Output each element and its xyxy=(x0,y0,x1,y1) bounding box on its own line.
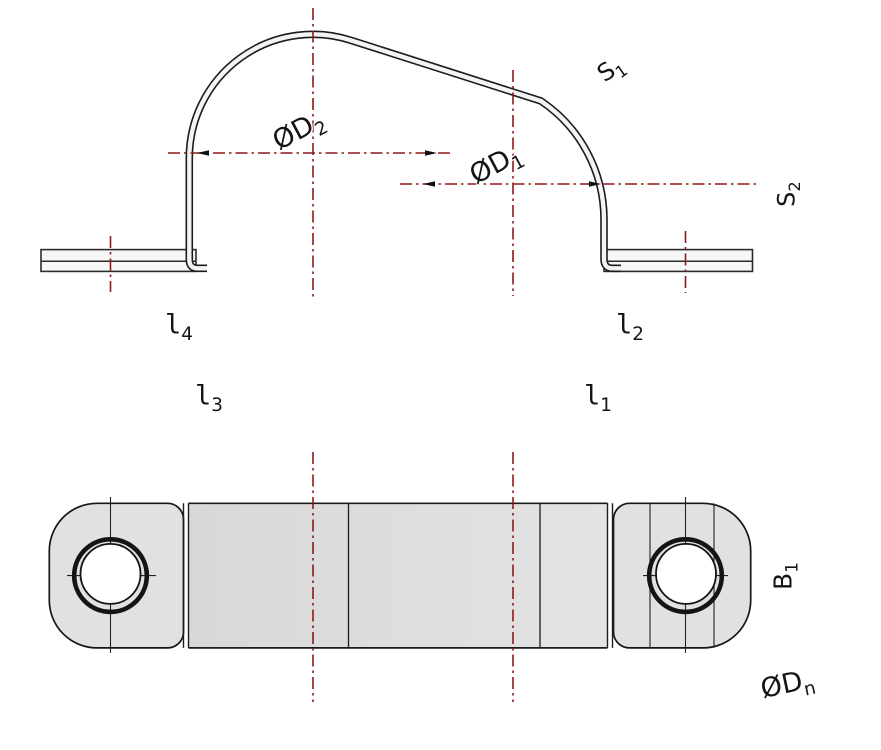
label-l2: l2 xyxy=(616,312,644,345)
label-l3: l3 xyxy=(195,383,223,416)
label-b1-subscript: 1 xyxy=(782,562,803,573)
hole-right-bore xyxy=(655,543,717,605)
plate-strip xyxy=(188,503,608,648)
base-strip-left xyxy=(40,248,197,273)
bottom-view xyxy=(48,452,752,702)
arrow-d2-left xyxy=(197,150,209,156)
label-s2: S2 xyxy=(772,181,805,207)
label-l3-text: l xyxy=(195,380,212,412)
label-s2-text: S xyxy=(772,191,801,207)
hole-left-ring xyxy=(71,536,150,615)
clamp-strap-outline xyxy=(185,30,621,273)
base-strip-right xyxy=(603,248,754,273)
label-l2-text: l xyxy=(616,309,633,341)
label-b1: B1 xyxy=(768,562,803,590)
clamp-strap-body xyxy=(187,32,621,271)
label-l1: l1 xyxy=(584,383,612,416)
label-l1-subscript: 1 xyxy=(600,395,612,417)
label-l4-text: l xyxy=(165,309,182,341)
top-view xyxy=(40,8,757,300)
label-l4-subscript: 4 xyxy=(181,324,193,346)
arrow-d2-right xyxy=(425,150,437,156)
label-l2-subscript: 2 xyxy=(632,324,644,346)
label-b1-text: B xyxy=(768,572,798,590)
arrow-d1-left xyxy=(423,181,435,187)
label-s2-subscript: 2 xyxy=(785,181,805,192)
label-l3-subscript: 3 xyxy=(211,395,223,417)
hole-right-ring xyxy=(646,536,725,615)
label-l4: l4 xyxy=(165,312,193,345)
hole-left-bore xyxy=(79,543,142,605)
label-l1-text: l xyxy=(584,380,601,412)
arrow-d1-right xyxy=(589,181,601,187)
